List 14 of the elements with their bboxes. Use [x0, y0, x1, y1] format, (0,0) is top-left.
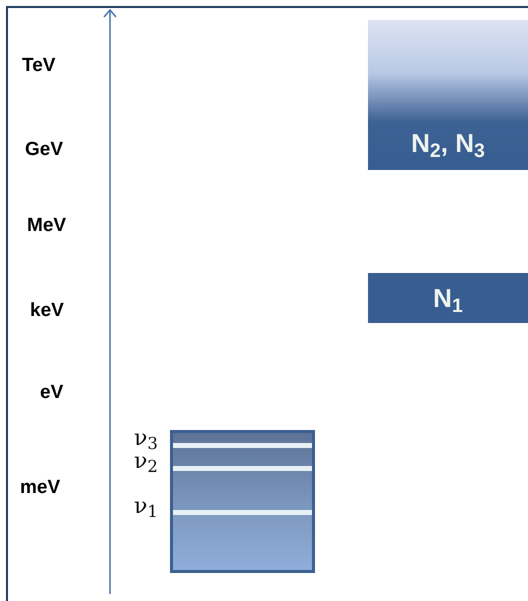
energy-box [368, 273, 528, 323]
energy-unit-label: eV [40, 383, 64, 402]
neutrino-label: ν$_{3}$ [134, 428, 158, 450]
energy-unit-label: GeV [25, 140, 64, 159]
energy-unit-label: meV [20, 478, 60, 497]
particle-label: N$_{2}$, N$_{3}$ [411, 130, 485, 156]
energy-unit-label: MeV [27, 216, 66, 235]
energy-unit-label: TeV [22, 56, 56, 75]
particle-label: N$_{1}$ [433, 285, 463, 311]
neutrino-label: ν$_{2}$ [134, 451, 158, 473]
level-box [170, 430, 315, 573]
neutrino-label: ν$_{1}$ [134, 496, 158, 518]
energy-unit-label: keV [30, 301, 64, 320]
energy-box [368, 20, 528, 170]
